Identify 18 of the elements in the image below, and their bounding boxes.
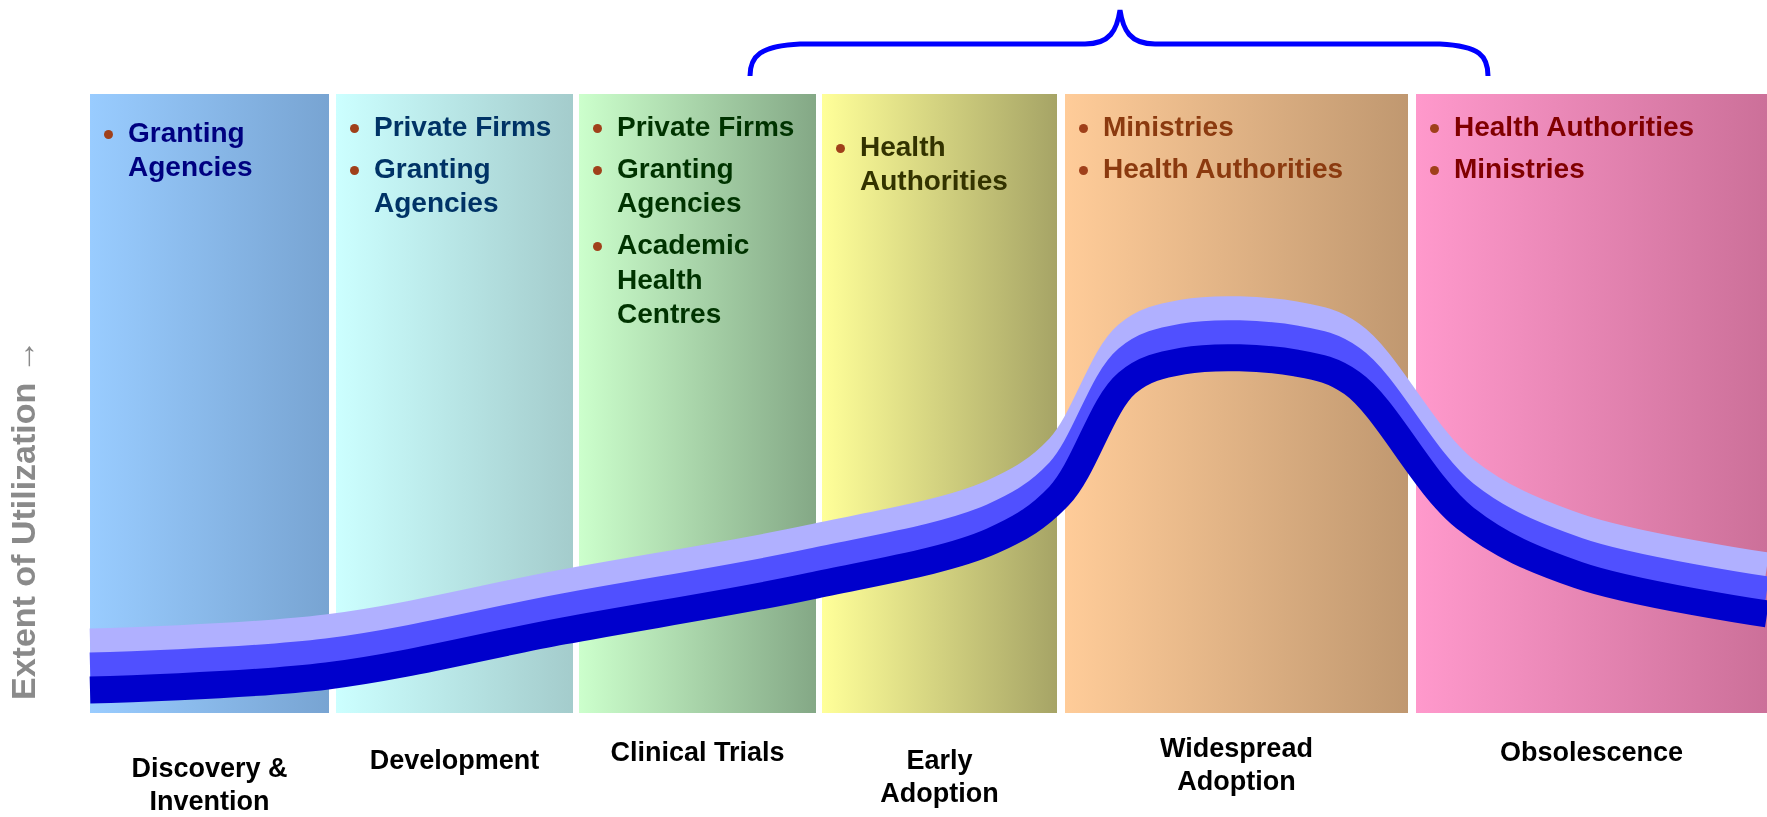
funder-label: Granting Agencies bbox=[374, 153, 499, 219]
stage-label: Early Adoption bbox=[879, 744, 1000, 810]
stage-label: Obsolescence bbox=[1498, 736, 1685, 769]
funder-label: Academic Health Centres bbox=[617, 229, 750, 329]
funder-label: Granting Agencies bbox=[617, 153, 742, 219]
funder-label: Health Authorities bbox=[860, 131, 1008, 197]
funder-label: Health Authorities bbox=[1454, 111, 1695, 142]
stage-label: Development bbox=[368, 744, 541, 777]
funder-label: Private Firms bbox=[617, 111, 795, 142]
funder-label: Granting Agencies bbox=[128, 117, 253, 183]
funder-label: Ministries bbox=[1103, 111, 1234, 142]
funder-label: Health Authorities bbox=[1103, 153, 1344, 185]
stage-label: Discovery & Invention bbox=[130, 752, 289, 817]
stage-label: Widespread Adoption bbox=[1159, 732, 1314, 798]
axis-label: Extent of Utilization → bbox=[4, 339, 43, 700]
stage-label: Clinical Trials bbox=[609, 736, 786, 769]
funder-label: Private Firms bbox=[374, 111, 552, 142]
funder-label: Ministries bbox=[1454, 153, 1585, 185]
